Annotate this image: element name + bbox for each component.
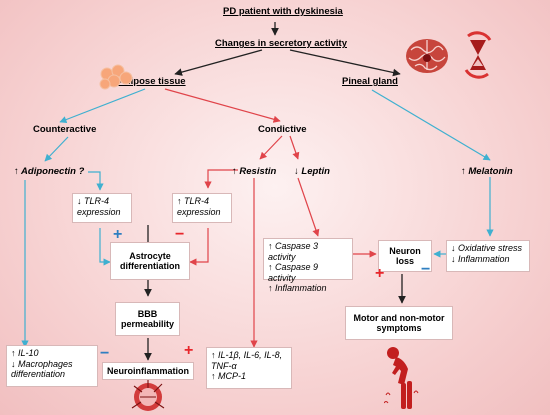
inflammation-down-line: ↓ Inflammation xyxy=(451,253,510,264)
condictive-node: Condictive xyxy=(258,124,307,135)
caspase3-line: ↑ Caspase 3 activity xyxy=(268,241,319,262)
bent-person-icon xyxy=(384,347,419,409)
inflammation-up-line: ↑ Inflammation xyxy=(268,283,327,293)
leptin-node: ↓ Leptin xyxy=(294,166,330,177)
neuroinflammation-label: Neuroinflammation xyxy=(107,365,190,376)
neuron-plus-sign: + xyxy=(375,265,385,282)
adipose-node: Adipose tissue xyxy=(118,76,186,87)
counteractive-node: Counteractive xyxy=(33,124,97,135)
brain-icon xyxy=(406,39,448,73)
neuroinflam-plus-sign: + xyxy=(184,342,194,359)
cytokines-box: ↑ IL-1β, IL-6, IL-8, TNF-α ↑ MCP-1 xyxy=(206,347,292,389)
tlr4-down-box: ↓ TLR-4 expression xyxy=(72,193,132,223)
bbb-line1: BBB xyxy=(137,308,158,319)
resistin-node: ↑ Resistin xyxy=(232,166,277,177)
caspase-box: ↑ Caspase 3 activity ↑ Caspase 9 activit… xyxy=(263,238,353,293)
macrophages-line2: differentiation xyxy=(11,369,66,379)
astro-minus-sign: − xyxy=(175,226,185,243)
macrophages-line1: ↓ Macrophages xyxy=(11,358,73,369)
tlr4-down-line2: expression xyxy=(77,206,121,217)
astro-plus-sign: + xyxy=(113,226,123,243)
motor-line2: symptoms xyxy=(376,323,422,333)
tlr4-up-line1: ↑ TLR-4 xyxy=(177,196,210,206)
cytokines-line1: ↑ IL-1β, IL-6, IL-8, xyxy=(211,350,283,360)
top-node: PD patient with dyskinesia xyxy=(223,6,343,17)
bbb-box: BBB permeability xyxy=(115,302,180,336)
motor-symptoms-box: Motor and non-motor symptoms xyxy=(345,306,453,340)
adiponectin-node: ↑ Adiponectin ? xyxy=(14,166,85,177)
il10-line: ↑ IL-10 xyxy=(11,348,39,358)
bbb-line2: permeability xyxy=(120,319,175,329)
oxidative-stress-line: ↓ Oxidative stress xyxy=(451,243,523,253)
fat-cells-icon xyxy=(99,64,133,90)
neuron-minus-sign: − xyxy=(421,261,431,278)
astrocyte-line2: differentiation xyxy=(120,261,180,271)
melatonin-node: ↑ Melatonin xyxy=(461,166,513,177)
hourglass-icon xyxy=(464,31,492,79)
tlr4-up-box: ↑ TLR-4 expression xyxy=(172,193,232,223)
neuroinflammation-box: Neuroinflammation xyxy=(102,362,194,380)
neuron-loss-box: Neuron loss xyxy=(378,240,432,272)
astrocyte-box: Astrocyte differentiation xyxy=(110,242,190,280)
pineal-node: Pineal gland xyxy=(342,76,398,87)
caspase9-line: ↑ Caspase 9 activity xyxy=(268,262,319,283)
changes-node: Changes in secretory activity xyxy=(215,38,347,49)
tlr4-down-line1: ↓ TLR-4 xyxy=(77,196,110,206)
tlr4-up-line2: expression xyxy=(177,206,221,217)
melatonin-effects-box: ↓ Oxidative stress ↓ Inflammation xyxy=(446,240,530,272)
motor-line1: Motor and non-motor xyxy=(353,312,445,323)
cytokines-line3: ↑ MCP-1 xyxy=(211,371,247,381)
il10-box: ↑ IL-10 ↓ Macrophages differentiation xyxy=(6,345,98,387)
astrocyte-line1: Astrocyte xyxy=(129,250,171,261)
neuroinflam-minus-sign: − xyxy=(100,345,110,362)
neuron-line2: loss xyxy=(395,256,414,266)
damaged-neuron-icon xyxy=(131,380,165,411)
neuron-line1: Neuron xyxy=(389,245,421,256)
cytokines-line2: TNF-α xyxy=(211,360,237,371)
